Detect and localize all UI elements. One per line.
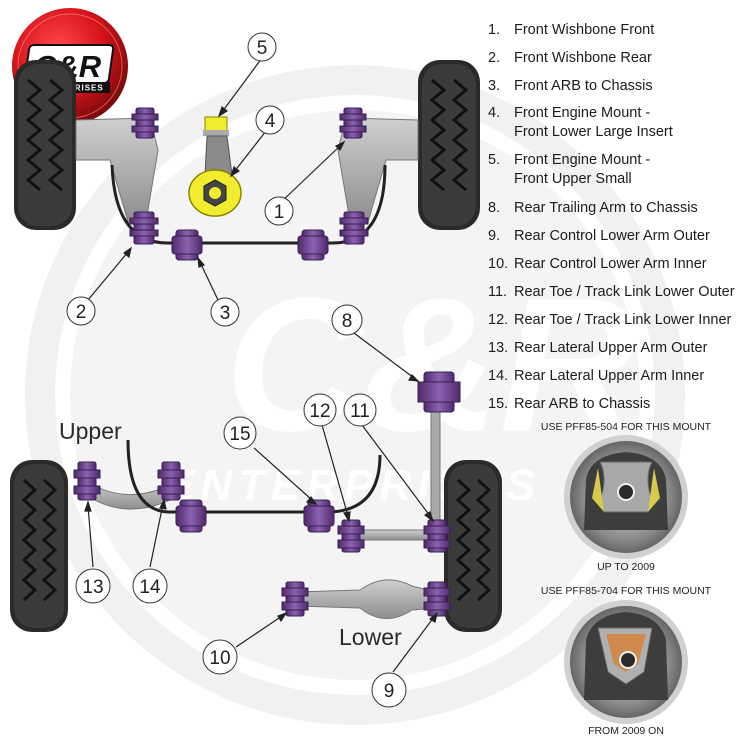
front-bushes xyxy=(129,107,369,261)
parts-num: 11. xyxy=(488,284,508,300)
callout-3: 3 xyxy=(210,297,240,327)
parts-num: 13. xyxy=(488,340,509,356)
parts-label: Rear Control Lower Arm Inner xyxy=(514,256,707,272)
parts-num: 10. xyxy=(488,256,509,272)
callout-2: 2 xyxy=(66,296,96,326)
callout-13: 13 xyxy=(75,568,111,604)
rear-left-tyre xyxy=(10,460,68,632)
parts-label: Rear Lateral Upper Arm Inner xyxy=(514,368,705,384)
parts-list-item: 5. Front Engine Mount - Front Upper Small xyxy=(488,147,748,194)
parts-label: Front Wishbone Rear xyxy=(514,50,652,66)
parts-label: Front ARB to Chassis xyxy=(514,78,653,94)
svg-text:3: 3 xyxy=(220,303,231,324)
parts-list-item: 9. Rear Control Lower Arm Outer xyxy=(488,222,748,250)
parts-num: 5. xyxy=(488,152,501,168)
callout-circles: 5 4 1 2 3 8 12 11 15 13 151414 10 9 xyxy=(66,32,407,708)
callout-9: 9 xyxy=(371,672,407,708)
parts-list-item: 2. Front Wishbone Rear xyxy=(488,44,748,72)
parts-label: Rear ARB to Chassis xyxy=(514,396,651,412)
lower-label: Lower xyxy=(339,624,402,650)
parts-num: 12. xyxy=(488,312,509,328)
parts-label: Front Engine Mount - Front Lower Large I… xyxy=(514,105,673,140)
parts-list-item: 12. Rear Toe / Track Link Lower Inner xyxy=(488,306,748,334)
parts-list-item: 14. Rear Lateral Upper Arm Inner xyxy=(488,362,748,390)
callout-5: 5 xyxy=(247,32,277,62)
mount-1-caption: UP TO 2009 xyxy=(597,561,655,573)
callout-leaders xyxy=(84,57,438,673)
engine-mount xyxy=(188,116,242,217)
front-left-tyre xyxy=(14,60,76,230)
parts-label: Front Wishbone Front xyxy=(514,22,655,38)
callout-14: 151414 xyxy=(132,568,168,604)
parts-list-item: 8. Rear Trailing Arm to Chassis xyxy=(488,194,748,222)
svg-text:15: 15 xyxy=(229,424,250,445)
svg-text:11: 11 xyxy=(350,401,370,422)
parts-label: Rear Toe / Track Link Lower Outer xyxy=(514,284,735,300)
parts-list-item: 13. Rear Lateral Upper Arm Outer xyxy=(488,334,748,362)
parts-num: 8. xyxy=(488,200,501,216)
svg-text:4: 4 xyxy=(265,111,276,132)
parts-label: Front Engine Mount - Front Upper Small xyxy=(514,152,651,187)
callout-10: 10 xyxy=(202,639,238,675)
parts-num: 2. xyxy=(488,50,501,66)
svg-text:13: 13 xyxy=(82,577,103,598)
parts-list-item: 4. Front Engine Mount - Front Lower Large… xyxy=(488,100,748,147)
front-anti-roll-bar xyxy=(110,164,387,245)
parts-list-item: 3. Front ARB to Chassis xyxy=(488,72,748,100)
parts-list: 1. Front Wishbone Front 2. Front Wishbone … xyxy=(488,16,748,418)
rear-right-tyre xyxy=(444,460,502,632)
parts-num: 1. xyxy=(488,22,501,38)
parts-label: Rear Control Lower Arm Outer xyxy=(514,228,710,244)
parts-label: Rear Toe / Track Link Lower Inner xyxy=(514,312,732,328)
parts-num: 3. xyxy=(488,78,501,94)
svg-text:9: 9 xyxy=(384,681,395,702)
parts-list-item: 11. Rear Toe / Track Link Lower Outer xyxy=(488,278,748,306)
callout-12: 12 xyxy=(303,393,337,427)
parts-label: Rear Trailing Arm to Chassis xyxy=(514,200,698,216)
front-suspension xyxy=(14,60,480,261)
svg-text:5: 5 xyxy=(257,38,268,59)
parts-num: 4. xyxy=(488,105,501,121)
mount-1-heading: USE PFF85-504 FOR THIS MOUNT xyxy=(540,421,712,433)
parts-num: 9. xyxy=(488,228,501,244)
svg-text:8: 8 xyxy=(342,311,353,332)
rear-bushes xyxy=(73,371,461,617)
svg-text:1: 1 xyxy=(274,202,285,223)
parts-list-item: 10. Rear Control Lower Arm Inner xyxy=(488,250,748,278)
parts-list-item: 15. Rear ARB to Chassis xyxy=(488,390,748,418)
front-right-tyre xyxy=(418,60,480,230)
svg-text:12: 12 xyxy=(309,401,330,422)
parts-label: Rear Lateral Upper Arm Outer xyxy=(514,340,708,356)
mount-2-caption: FROM 2009 ON xyxy=(588,725,664,737)
mount-2-heading: USE PFF85-704 FOR THIS MOUNT xyxy=(540,585,712,597)
parts-list-item: 1. Front Wishbone Front xyxy=(488,16,748,44)
rear-suspension xyxy=(10,371,502,632)
rear-anti-roll-bar xyxy=(126,439,382,514)
svg-text:2: 2 xyxy=(76,302,87,323)
upper-label: Upper xyxy=(59,418,122,444)
parts-num: 14. xyxy=(488,368,509,384)
mount-photo-2 xyxy=(564,600,688,724)
callout-15: 15 xyxy=(223,416,257,450)
callout-1: 1 xyxy=(264,196,294,226)
callout-8: 8 xyxy=(331,304,363,336)
parts-num: 15. xyxy=(488,396,509,412)
callout-11: 11 xyxy=(343,393,377,427)
callout-14-label: 14 xyxy=(139,577,161,598)
rear-trailing-arm xyxy=(430,397,441,529)
callout-4: 4 xyxy=(255,105,285,135)
svg-text:10: 10 xyxy=(209,648,230,669)
mount-photo-1 xyxy=(564,435,688,559)
